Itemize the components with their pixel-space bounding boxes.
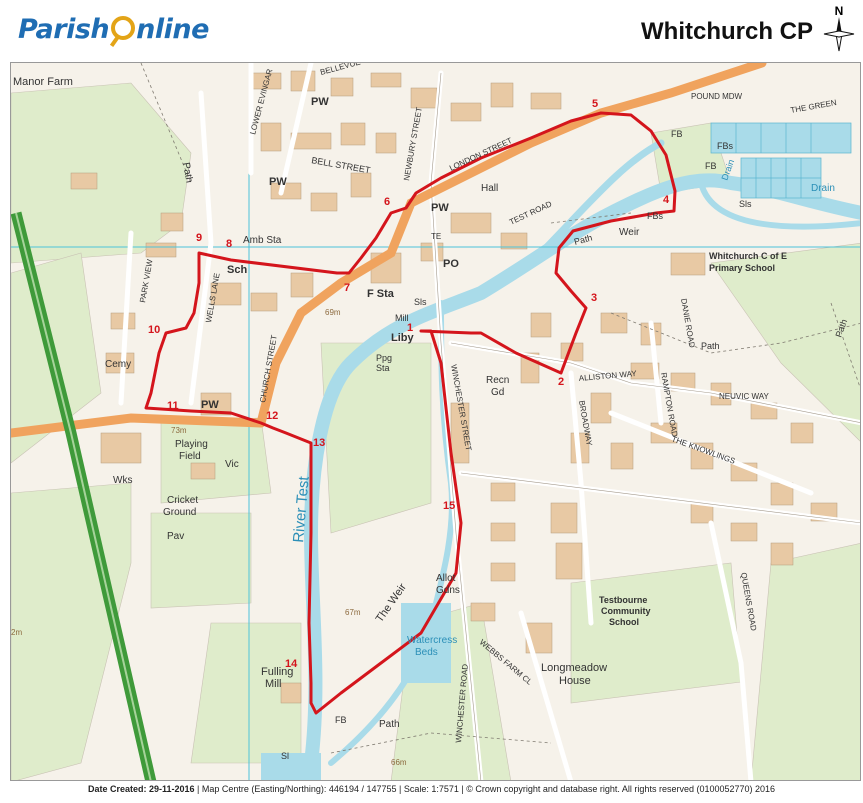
route-point-11: 11 xyxy=(167,400,179,412)
label-neuvic-way: NEUVIC WAY xyxy=(719,392,769,401)
label-amb-sta: Amb Sta xyxy=(243,235,282,246)
label-playing-field: Playing xyxy=(175,439,208,450)
label-recn-gd-2: Gd xyxy=(491,387,504,398)
label-ppg-sta: Ppg xyxy=(376,353,392,363)
label-sls-2: Sls xyxy=(414,297,427,307)
label-watercress-1: Watercress xyxy=(407,635,457,646)
label-path-east: Path xyxy=(701,341,720,351)
label-f-sta: F Sta xyxy=(367,288,395,300)
label-cricket-ground-2: Ground xyxy=(163,507,196,518)
label-testbourne-3: School xyxy=(609,617,639,627)
label-fbs-2: FBs xyxy=(647,211,664,221)
route-point-8: 8 xyxy=(226,238,232,250)
north-label: N xyxy=(835,4,844,18)
parish-title: Whitchurch CP xyxy=(641,18,813,45)
label-fb-3: FB xyxy=(335,715,347,725)
route-point-4: 4 xyxy=(663,194,670,206)
label-school-whitchurch: Whitchurch C of E xyxy=(709,251,787,261)
label-sl: Sl xyxy=(281,751,289,761)
magnifier-icon xyxy=(111,16,136,40)
label-wks: Wks xyxy=(113,475,132,486)
label-te: TE xyxy=(431,232,441,241)
label-cemy: Cemy xyxy=(105,359,131,370)
map-view[interactable]: 1 2 3 4 5 6 7 8 9 10 11 12 13 14 15 Mano… xyxy=(10,62,861,781)
label-liby: Liby xyxy=(391,332,414,344)
route-point-3: 3 xyxy=(591,292,597,304)
label-playing-field-2: Field xyxy=(179,451,201,462)
label-fb-2: FB xyxy=(705,161,717,171)
label-height-67: 67m xyxy=(345,608,361,617)
label-river-test: River Test xyxy=(290,475,313,543)
route-point-5: 5 xyxy=(592,98,598,110)
route-point-9: 9 xyxy=(196,232,202,244)
label-height-73: 73m xyxy=(171,426,187,435)
label-fulling-1: Fulling xyxy=(261,666,293,678)
label-pw-church: PW xyxy=(201,399,219,411)
label-fbs-1: FBs xyxy=(717,141,734,151)
label-path-south: Path xyxy=(379,719,400,730)
route-point-1: 1 xyxy=(407,322,413,334)
logo-text-post: nline xyxy=(136,14,209,45)
label-manor-farm: Manor Farm xyxy=(13,76,73,88)
label-cricket-ground: Cricket xyxy=(167,495,198,506)
label-height-66: 66m xyxy=(391,758,407,767)
label-fb-1: FB xyxy=(671,129,683,139)
label-allot-gdns: Allot xyxy=(436,573,456,584)
label-po: PO xyxy=(443,258,459,270)
logo-text-pre: Parish xyxy=(18,14,110,45)
label-pound-mdw: POUND MDW xyxy=(691,92,743,101)
label-school-whitchurch-2: Primary School xyxy=(709,263,775,273)
label-height-69: 69m xyxy=(325,308,341,317)
route-point-7: 7 xyxy=(344,282,350,294)
label-ppg-sta-2: Sta xyxy=(376,363,390,373)
map-details: | Map Centre (Easting/Northing): 446194 … xyxy=(194,784,776,794)
label-allot-gdns-2: Gdns xyxy=(436,585,460,596)
label-hall: Hall xyxy=(481,183,498,194)
route-point-13: 13 xyxy=(313,437,325,449)
label-pav: Pav xyxy=(167,531,184,542)
north-arrow-icon: N xyxy=(823,4,855,52)
label-pw-north: PW xyxy=(311,96,329,108)
label-drain-2: Drain xyxy=(811,183,835,194)
label-path-nw: Path xyxy=(180,162,194,184)
route-point-10: 10 xyxy=(148,324,160,336)
label-longmeadow-2: House xyxy=(559,675,591,687)
route-point-2: 2 xyxy=(558,376,564,388)
label-longmeadow-1: Longmeadow xyxy=(541,662,607,674)
label-fulling-2: Mill xyxy=(265,678,282,690)
label-pw-bell: PW xyxy=(269,176,287,188)
label-mill: Mill xyxy=(395,313,409,323)
label-sls-1: Sls xyxy=(739,199,752,209)
label-testbourne-1: Testbourne xyxy=(599,595,647,605)
date-created: Date Created: 29-11-2016 xyxy=(87,784,195,794)
label-watercress-2: Beds xyxy=(415,647,438,658)
header: Parish nline Whitchurch CP N xyxy=(0,0,863,58)
route-point-14: 14 xyxy=(285,658,298,670)
route-point-12: 12 xyxy=(266,410,278,422)
label-pw-centre: PW xyxy=(431,202,449,214)
label-height-2m: 2m xyxy=(11,628,22,637)
route-point-15: 15 xyxy=(443,500,455,512)
route-point-6: 6 xyxy=(384,196,390,208)
label-vic: Vic xyxy=(225,459,239,470)
label-path-weir: Path xyxy=(573,232,593,246)
label-sch: Sch xyxy=(227,264,247,276)
label-recn-gd: Recn xyxy=(486,375,509,386)
label-weir: Weir xyxy=(619,227,640,238)
parish-online-logo[interactable]: Parish nline xyxy=(18,14,209,45)
label-testbourne-2: Community xyxy=(601,606,651,616)
map-footer: Date Created: 29-11-2016 | Map Centre (E… xyxy=(0,784,863,794)
